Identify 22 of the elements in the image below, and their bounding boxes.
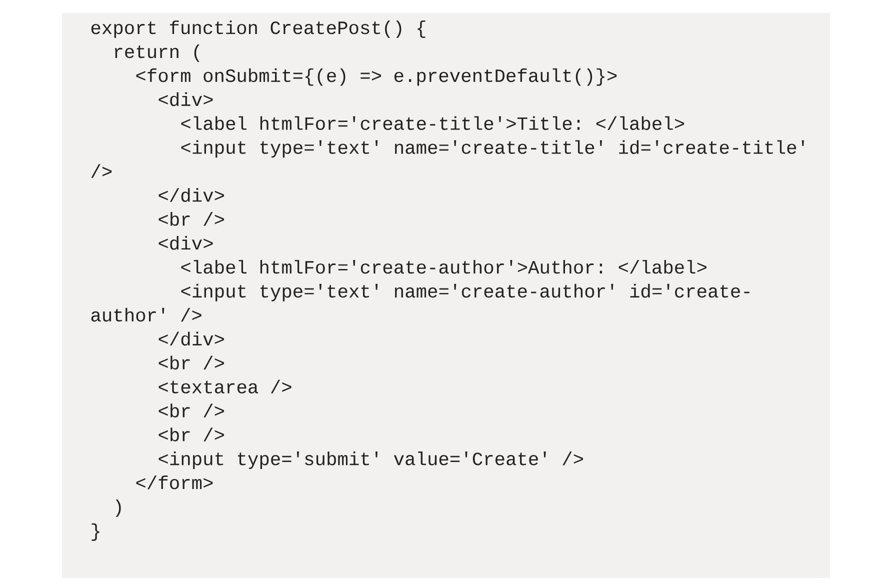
code-line: <br />	[158, 428, 224, 442]
code-line: <textarea />	[158, 380, 292, 394]
code-line: </div>	[158, 188, 224, 202]
code-line: author' />	[91, 308, 202, 322]
code-line: <label htmlFor='create-author'>Author: </label>	[181, 260, 706, 274]
code-line: <input type='text' name='create-title' id='create-title'	[181, 140, 804, 158]
code-line: <br />	[158, 404, 224, 418]
code-line: export function CreatePost() {	[91, 20, 426, 38]
code-line: return (	[114, 44, 200, 62]
code-line: />	[91, 164, 112, 178]
code-line: <input type='submit' value='Create' />	[158, 452, 583, 469]
code-line: <input type='text' name='create-author' id='create-	[181, 284, 750, 302]
code-line: <form onSubmit={(e) => e.preventDefault()}>	[136, 68, 617, 86]
code-line: <div>	[158, 92, 213, 106]
code-line: <br />	[158, 212, 224, 226]
code-line: </div>	[158, 332, 224, 346]
code-line: <div>	[158, 236, 213, 250]
code-line: }	[92, 523, 100, 541]
code-line: <br />	[158, 356, 224, 370]
code-line: <label htmlFor='create-title'>Title: </label>	[181, 116, 684, 130]
code-line: )	[116, 499, 121, 517]
code-line: </form>	[136, 476, 213, 490]
